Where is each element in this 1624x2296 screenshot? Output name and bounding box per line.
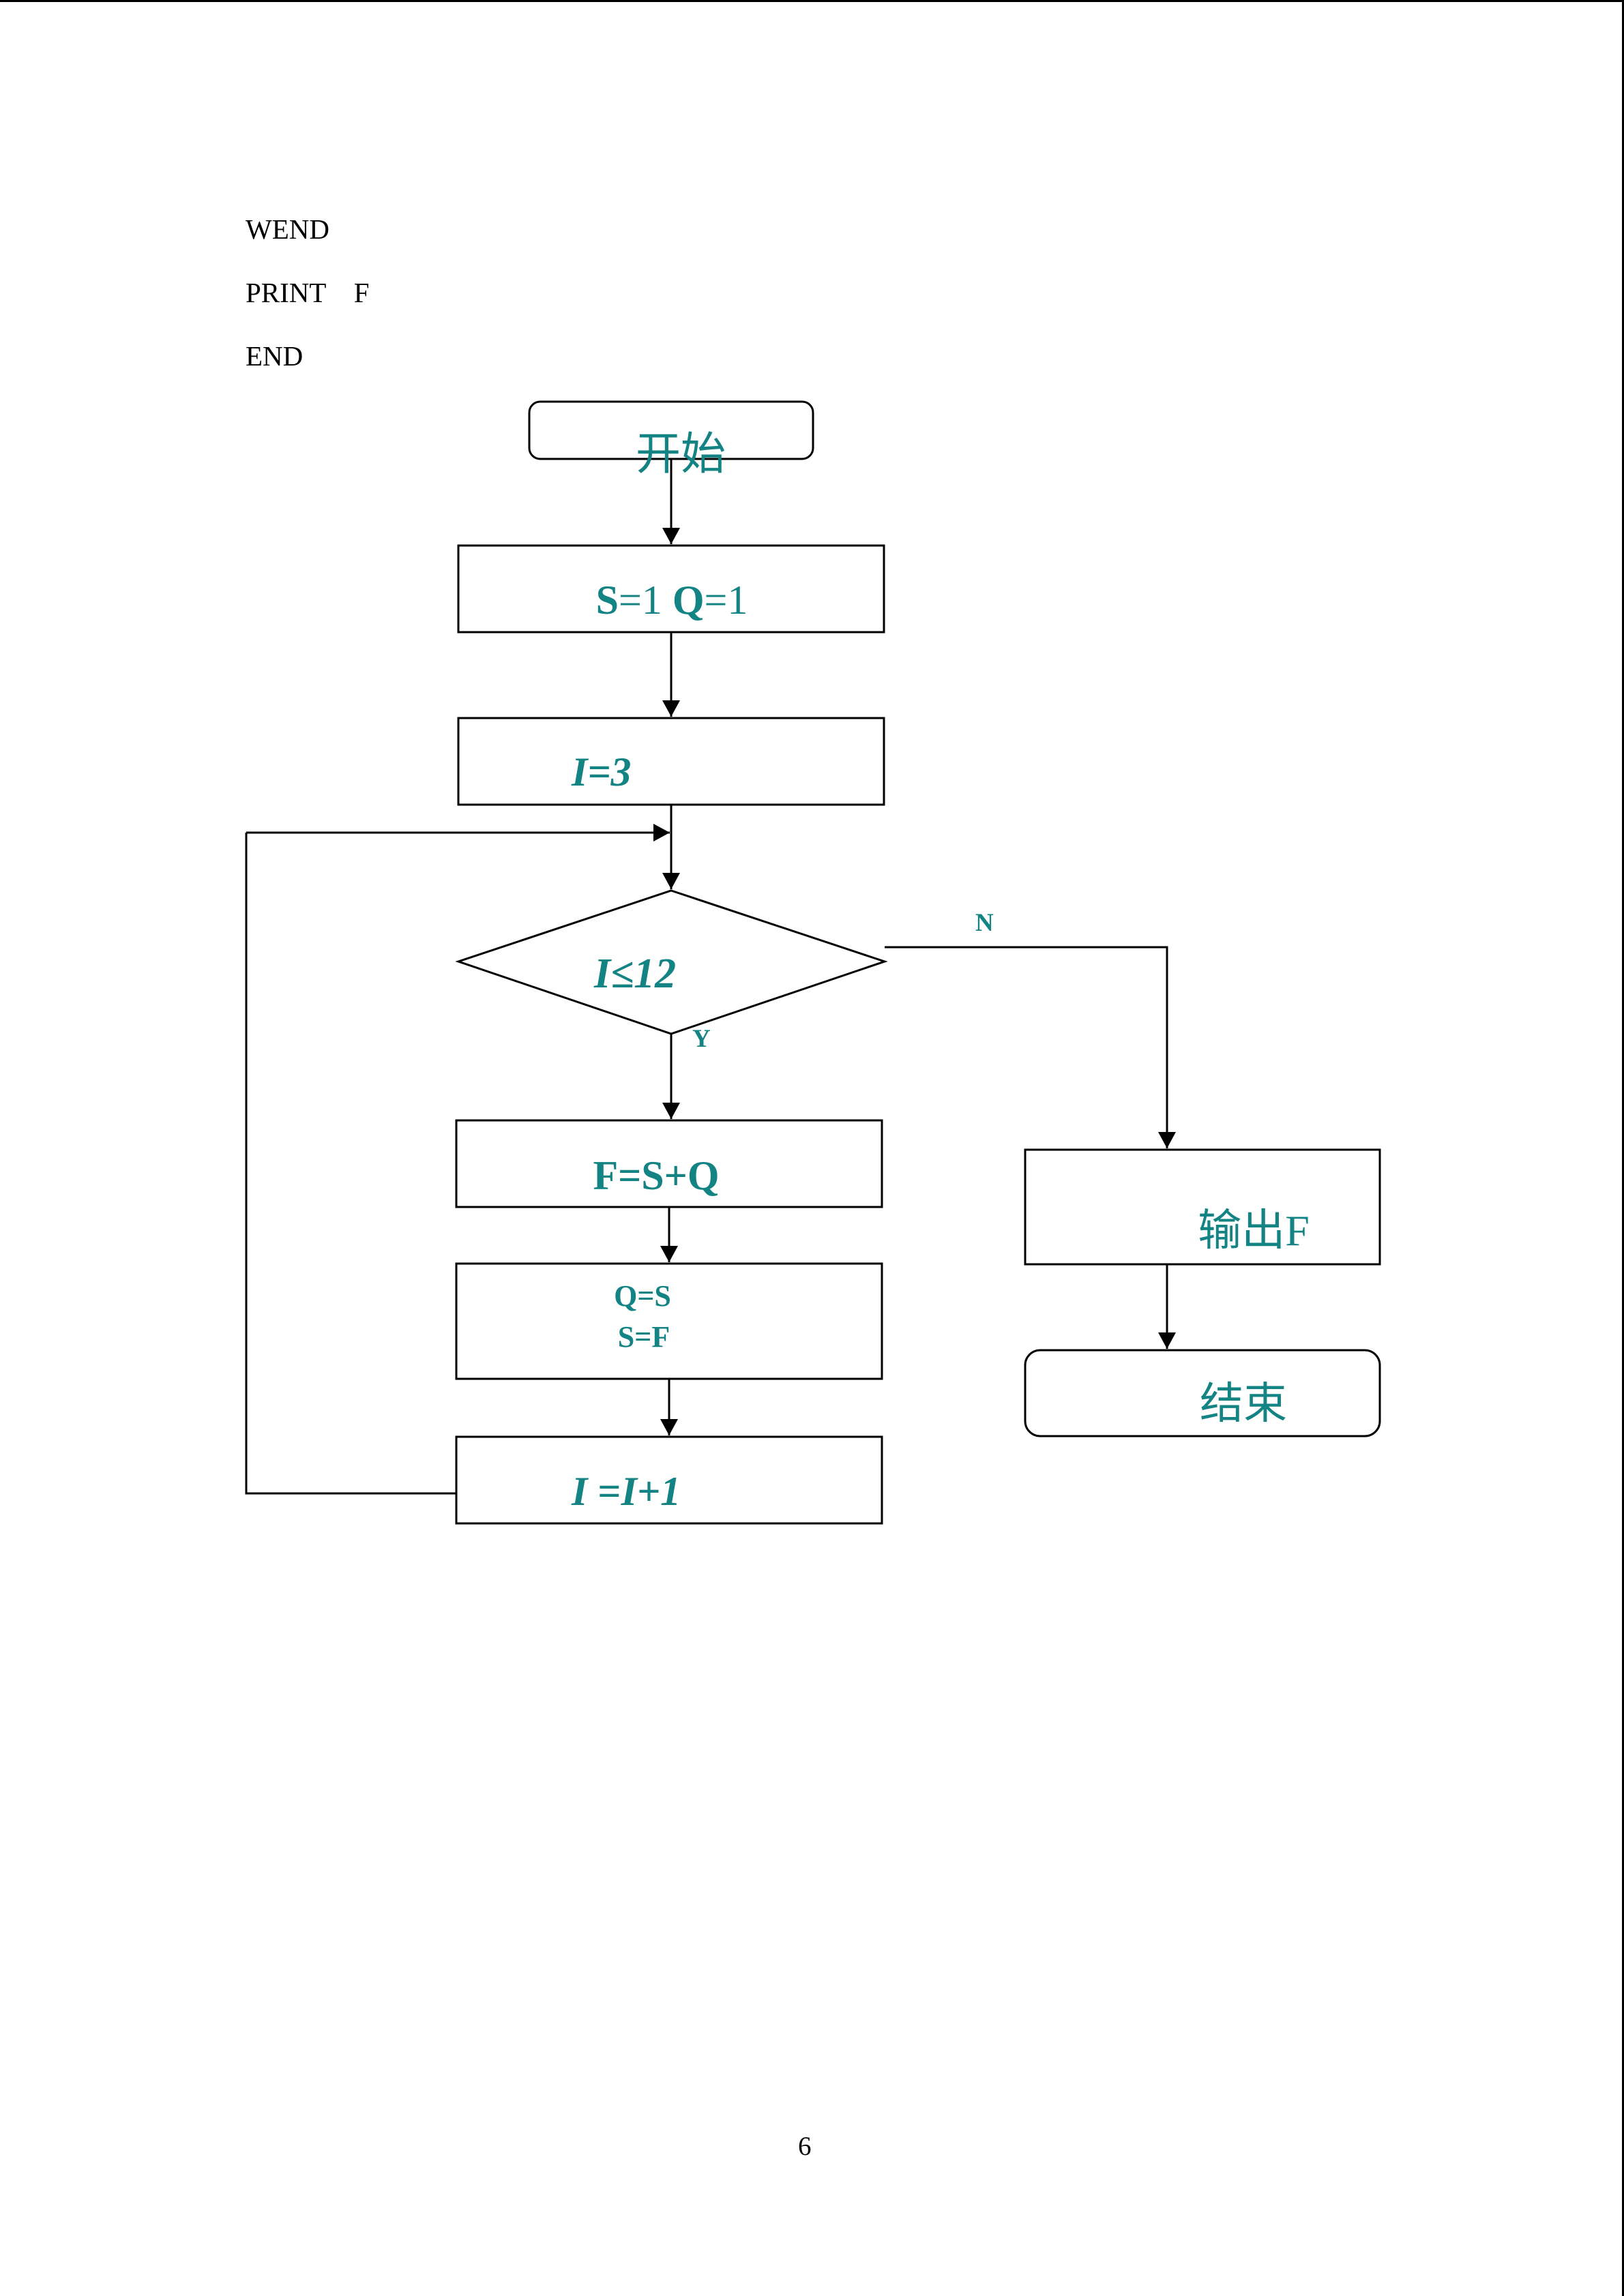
loop-init-box bbox=[457, 717, 885, 806]
increment-tail: +1 bbox=[637, 1469, 681, 1514]
init-q: Q bbox=[673, 578, 705, 623]
init-s: S bbox=[596, 578, 619, 623]
init-label: S=1 Q=1 bbox=[596, 578, 748, 623]
output-label: 输出F bbox=[1198, 1206, 1310, 1255]
init-q-val: =1 bbox=[705, 578, 748, 623]
code-line-end: END bbox=[246, 340, 304, 372]
init-s-val: =1 bbox=[619, 578, 673, 623]
assign-s-label: S=F bbox=[618, 1320, 670, 1354]
start-label: 开始 bbox=[636, 430, 726, 479]
assign-q-label: Q=S bbox=[614, 1279, 671, 1313]
condition-rest: ≤12 bbox=[610, 951, 676, 997]
no-branch-line bbox=[885, 946, 1176, 1148]
code-line-print: PRINT F bbox=[246, 277, 370, 308]
page-number: 6 bbox=[798, 2132, 812, 2161]
code-line-wend: WEND bbox=[246, 213, 329, 245]
condition-var: I bbox=[593, 951, 612, 997]
loop-back-line bbox=[245, 833, 456, 1495]
end-label: 结束 bbox=[1200, 1380, 1287, 1428]
end-terminator bbox=[1024, 1349, 1381, 1437]
compute-f-label: F=S+Q bbox=[593, 1153, 719, 1198]
increment-lhs: I bbox=[571, 1469, 597, 1514]
yes-label: Y bbox=[692, 1025, 711, 1053]
condition-label: I≤12 bbox=[593, 951, 676, 997]
increment-label: I =I+1 bbox=[571, 1469, 681, 1514]
increment-rhs: I bbox=[621, 1469, 639, 1514]
increment-eq: = bbox=[597, 1469, 621, 1514]
output-box bbox=[1024, 1148, 1381, 1266]
no-label: N bbox=[975, 909, 994, 937]
increment-box bbox=[455, 1435, 883, 1525]
loop-init-label: I=3 bbox=[571, 749, 632, 794]
